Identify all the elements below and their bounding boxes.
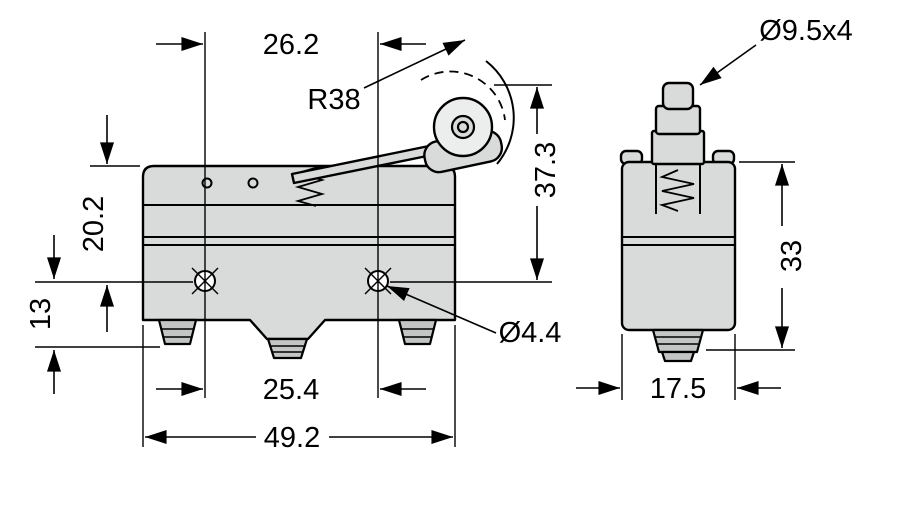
dim-leader-4-4 — [386, 285, 497, 334]
terminal-side-tip — [660, 350, 696, 363]
rivet-left — [201, 177, 213, 189]
front-view — [141, 60, 515, 360]
dimension-hole-diameter: Ø4.4 — [386, 285, 562, 349]
dimension-lever-radius: R38 — [307, 39, 466, 116]
dimension-top-span: 26.2 — [156, 29, 426, 61]
dim-leader-r38 — [363, 39, 466, 89]
terminal-left — [157, 318, 198, 346]
dim-label-13: 13 — [25, 298, 57, 330]
dim-label-37-3: 37.3 — [530, 142, 562, 198]
dim-label-26-2: 26.2 — [263, 29, 319, 61]
terminal-side — [651, 328, 705, 363]
dimension-roller-size: Ø9.5x4 — [699, 15, 853, 86]
dim-label-20-2: 20.2 — [78, 196, 110, 252]
dimension-side-height: 33 — [774, 163, 808, 349]
roller-pin — [456, 120, 470, 134]
extension-lines — [35, 32, 795, 447]
dim-label-17-5: 17.5 — [650, 373, 706, 405]
roller-side — [661, 81, 695, 111]
switch-body-front — [141, 164, 457, 341]
dimension-upper-body-height: 20.2 — [78, 115, 115, 332]
dim-label-4-4: Ø4.4 — [499, 317, 562, 349]
terminal-left-body — [157, 318, 198, 346]
terminal-center — [266, 337, 309, 360]
dimension-body-width: 49.2 — [144, 422, 454, 454]
terminal-side-body — [651, 328, 705, 354]
dimension-roller-height: 37.3 — [529, 86, 562, 281]
terminal-right-body — [397, 318, 438, 346]
dim-label-r38: R38 — [307, 84, 360, 116]
dim-label-roller: Ø9.5x4 — [759, 15, 853, 47]
dimension-body-depth: 17.5 — [576, 373, 781, 405]
dim-leader-roller — [699, 44, 757, 86]
lever-radius-arc-dashed — [420, 70, 506, 121]
dimension-hole-to-bottom: 13 — [25, 235, 62, 394]
rivet-right — [247, 177, 259, 189]
dimension-hole-spacing: 25.4 — [156, 374, 426, 406]
body-split-lines — [143, 204, 455, 246]
terminal-right — [397, 318, 438, 346]
lever-travel-arc — [485, 60, 515, 165]
terminal-center-body — [266, 337, 309, 360]
plunger-spring — [658, 169, 695, 212]
dim-label-25-4: 25.4 — [263, 374, 319, 406]
plunger-side — [650, 129, 706, 166]
dim-label-33: 33 — [776, 240, 808, 272]
side-view — [619, 81, 737, 363]
dim-label-49-2: 49.2 — [264, 422, 320, 454]
